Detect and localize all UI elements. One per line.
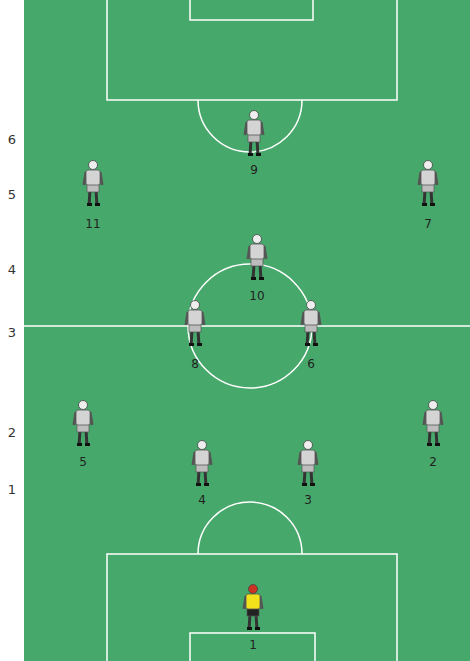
player-figure [419, 161, 437, 207]
player-figure [245, 111, 263, 157]
player-figure [193, 441, 211, 487]
player-number: 8 [191, 357, 199, 371]
row-number: 6 [8, 133, 16, 147]
player-number: 4 [198, 493, 206, 507]
player-figure [84, 161, 102, 207]
player-number: 9 [250, 163, 258, 177]
player-figure [302, 301, 320, 347]
player-figure [248, 235, 266, 281]
player-figure [186, 301, 204, 347]
player-number: 5 [79, 455, 87, 469]
player-number: 11 [85, 217, 100, 231]
player-number: 3 [304, 493, 312, 507]
player-number: 10 [249, 289, 264, 303]
row-number: 3 [8, 326, 16, 340]
row-number: 2 [8, 426, 16, 440]
player-number: 7 [424, 217, 432, 231]
row-number: 5 [8, 188, 16, 202]
player-figure [424, 401, 442, 447]
row-number: 1 [8, 483, 16, 497]
player-figure [244, 585, 262, 631]
player-number: 6 [307, 357, 315, 371]
row-number: 4 [8, 263, 16, 277]
player-figure [299, 441, 317, 487]
player-figure [74, 401, 92, 447]
player-number: 2 [429, 455, 437, 469]
player-number: 1 [249, 638, 257, 652]
